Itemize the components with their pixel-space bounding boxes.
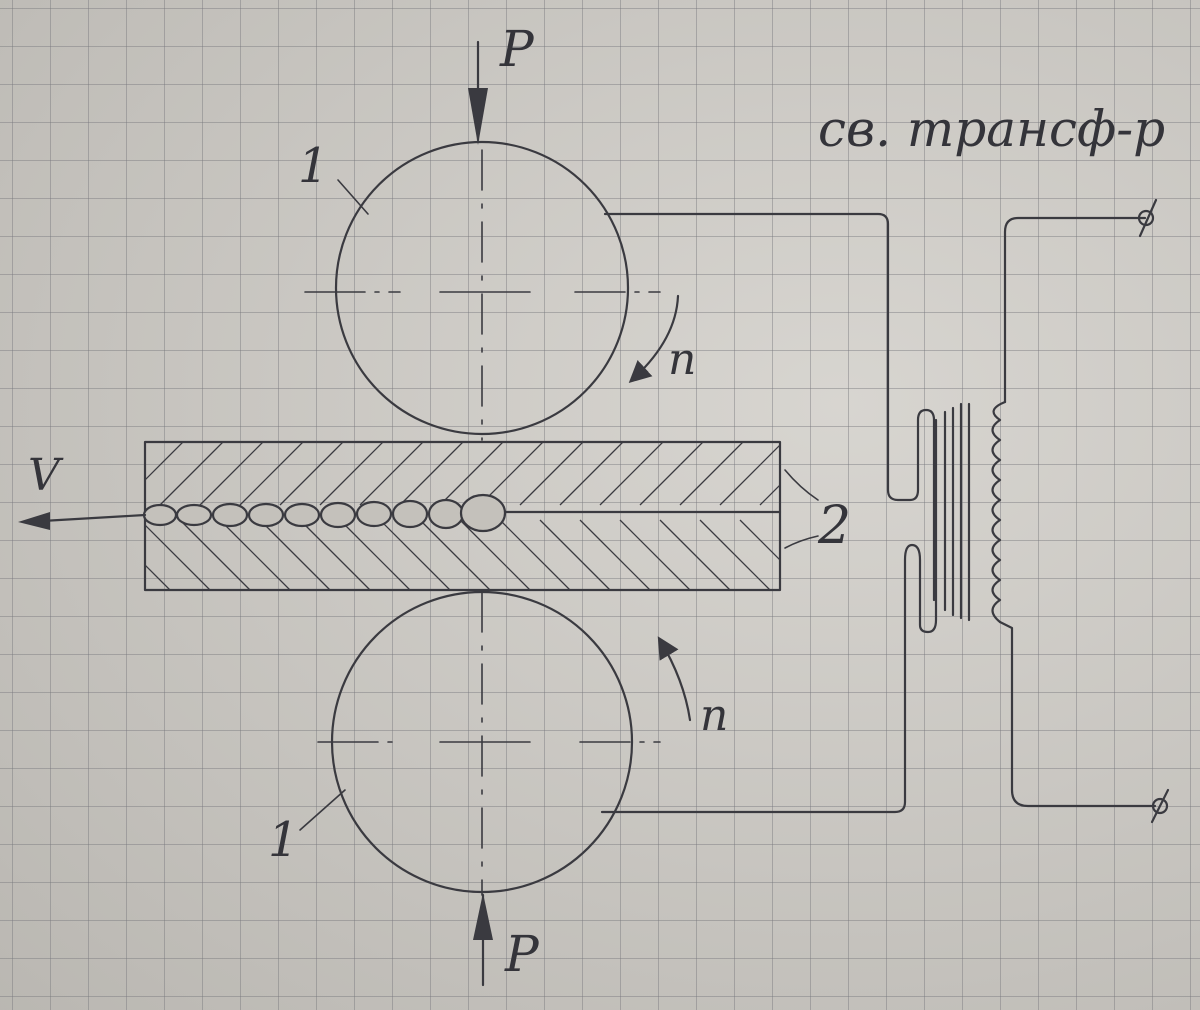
terminals <box>1137 198 1170 824</box>
plate-leaders <box>784 469 819 549</box>
plate-hatching <box>145 442 780 590</box>
force-label-bottom: P <box>505 925 539 983</box>
transformer-core <box>943 402 971 622</box>
workpiece-label: 2 <box>818 496 852 556</box>
top-roller-leader <box>337 179 369 215</box>
top-roller <box>304 140 661 441</box>
rotation-label-bottom: n <box>700 690 729 741</box>
rotation-label-top: n <box>668 334 697 385</box>
bottom-roller-leader <box>299 789 346 831</box>
roller-label-bottom: 1 <box>268 812 299 868</box>
force-arrows <box>468 40 493 987</box>
force-label-top: P <box>500 20 534 78</box>
velocity-arrow <box>18 512 147 530</box>
bottom-roller <box>299 590 661 896</box>
velocity-label: V <box>28 450 60 501</box>
roller-label-top: 1 <box>298 138 329 194</box>
primary-circuit <box>991 216 1157 808</box>
weld-seam <box>142 493 507 533</box>
workpiece-plates <box>143 440 782 592</box>
terminal-bottom-circle <box>1151 797 1169 815</box>
secondary-circuit <box>600 212 938 814</box>
rotation-arrows <box>628 294 692 722</box>
transformer-label: св. трансф-р <box>818 100 1166 158</box>
